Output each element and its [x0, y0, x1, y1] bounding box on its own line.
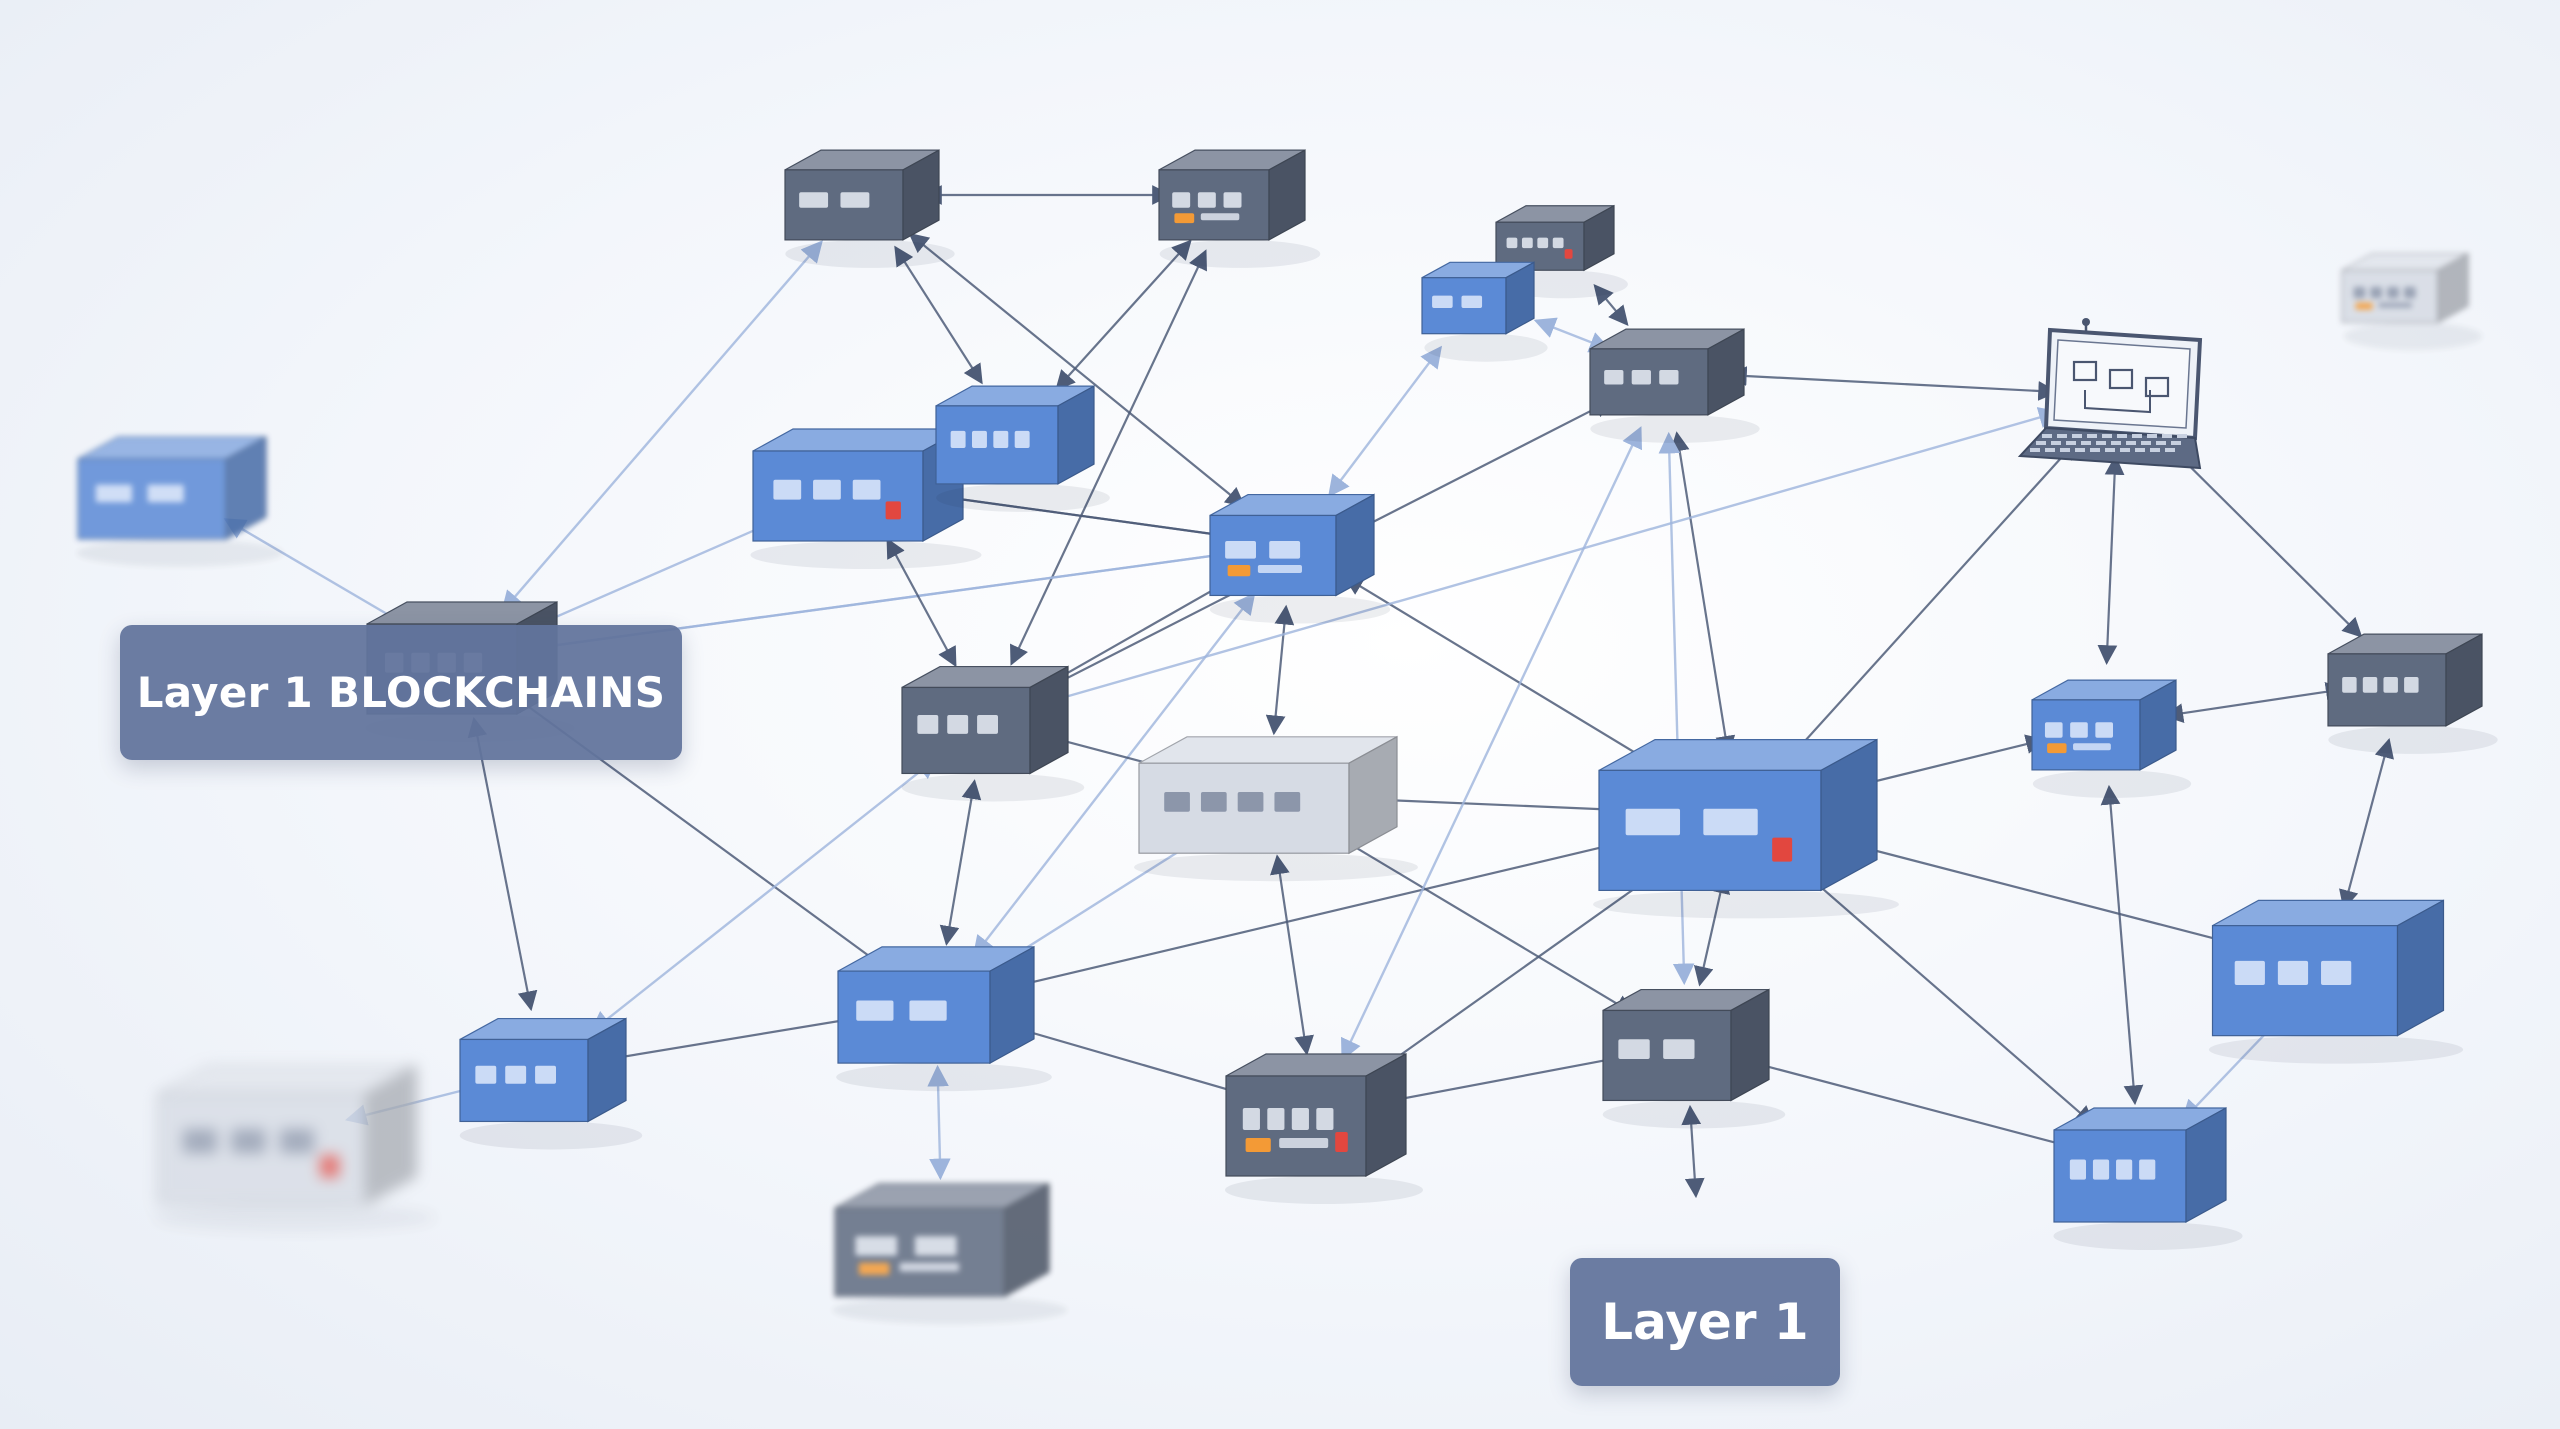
connection-arrow	[1055, 239, 1192, 391]
node-cube	[935, 385, 1110, 512]
connection-arrow	[1327, 345, 1443, 498]
layer1-label: Layer 1	[1570, 1258, 1840, 1386]
connection-arrow	[1593, 284, 1629, 326]
connection-arrow	[1658, 431, 1695, 986]
connection-arrow	[1693, 873, 1731, 987]
connection-arrow	[2339, 737, 2394, 911]
connection-arrow	[1744, 1055, 2082, 1155]
node-cube	[459, 1017, 643, 1150]
node-cube	[1134, 735, 1418, 882]
connection-arrow	[1681, 1104, 1705, 1199]
network-nodes	[76, 149, 2498, 1325]
connection-arrow	[1037, 574, 1240, 691]
connection-arrow	[2160, 437, 2363, 638]
node-cube	[76, 435, 284, 567]
connection-arrow	[2100, 784, 2144, 1106]
connection-arrow	[939, 779, 982, 946]
connection-arrow	[589, 757, 939, 1033]
connection-arrow	[1265, 604, 1295, 736]
connection-arrow	[602, 1008, 877, 1067]
connection-arrow	[2163, 682, 2346, 723]
connection-arrow	[993, 1017, 1259, 1103]
connection-arrow	[1374, 1050, 1628, 1110]
node-cube	[784, 149, 955, 268]
connection-arrow	[467, 716, 538, 1012]
node-cube	[1209, 493, 1391, 624]
node-cube	[1421, 261, 1548, 362]
node-cube	[2208, 899, 2464, 1064]
node-cube	[836, 945, 1052, 1092]
connection-arrow	[927, 1064, 951, 1181]
connection-arrow	[1319, 825, 1635, 1015]
network-connections	[223, 185, 2394, 1199]
connection-arrow	[1669, 431, 1736, 756]
connection-arrow	[1270, 854, 1314, 1056]
connection-arrow	[886, 537, 957, 668]
connection-arrow	[2097, 454, 2125, 666]
layer1-blockchains-label: Layer 1 BLOCKCHAINS	[120, 625, 682, 760]
connection-arrow	[1726, 366, 2059, 401]
node-cube	[2341, 252, 2483, 351]
node-cube	[1225, 1052, 1423, 1204]
node-cube	[153, 1065, 437, 1232]
node-cube	[2327, 633, 2498, 754]
node-cube	[1158, 149, 1321, 268]
node-cube	[901, 665, 1085, 802]
connection-arrow	[1341, 426, 1642, 1061]
connection-arrow	[223, 518, 411, 628]
node-cube	[2031, 679, 2192, 798]
node-cube	[1602, 988, 1786, 1129]
connection-arrow	[894, 245, 983, 385]
laptop-icon	[2017, 318, 2203, 470]
node-cube	[1593, 738, 1899, 919]
node-cube	[832, 1182, 1068, 1325]
node-cube	[2053, 1106, 2243, 1250]
node-cube	[1589, 328, 1760, 443]
